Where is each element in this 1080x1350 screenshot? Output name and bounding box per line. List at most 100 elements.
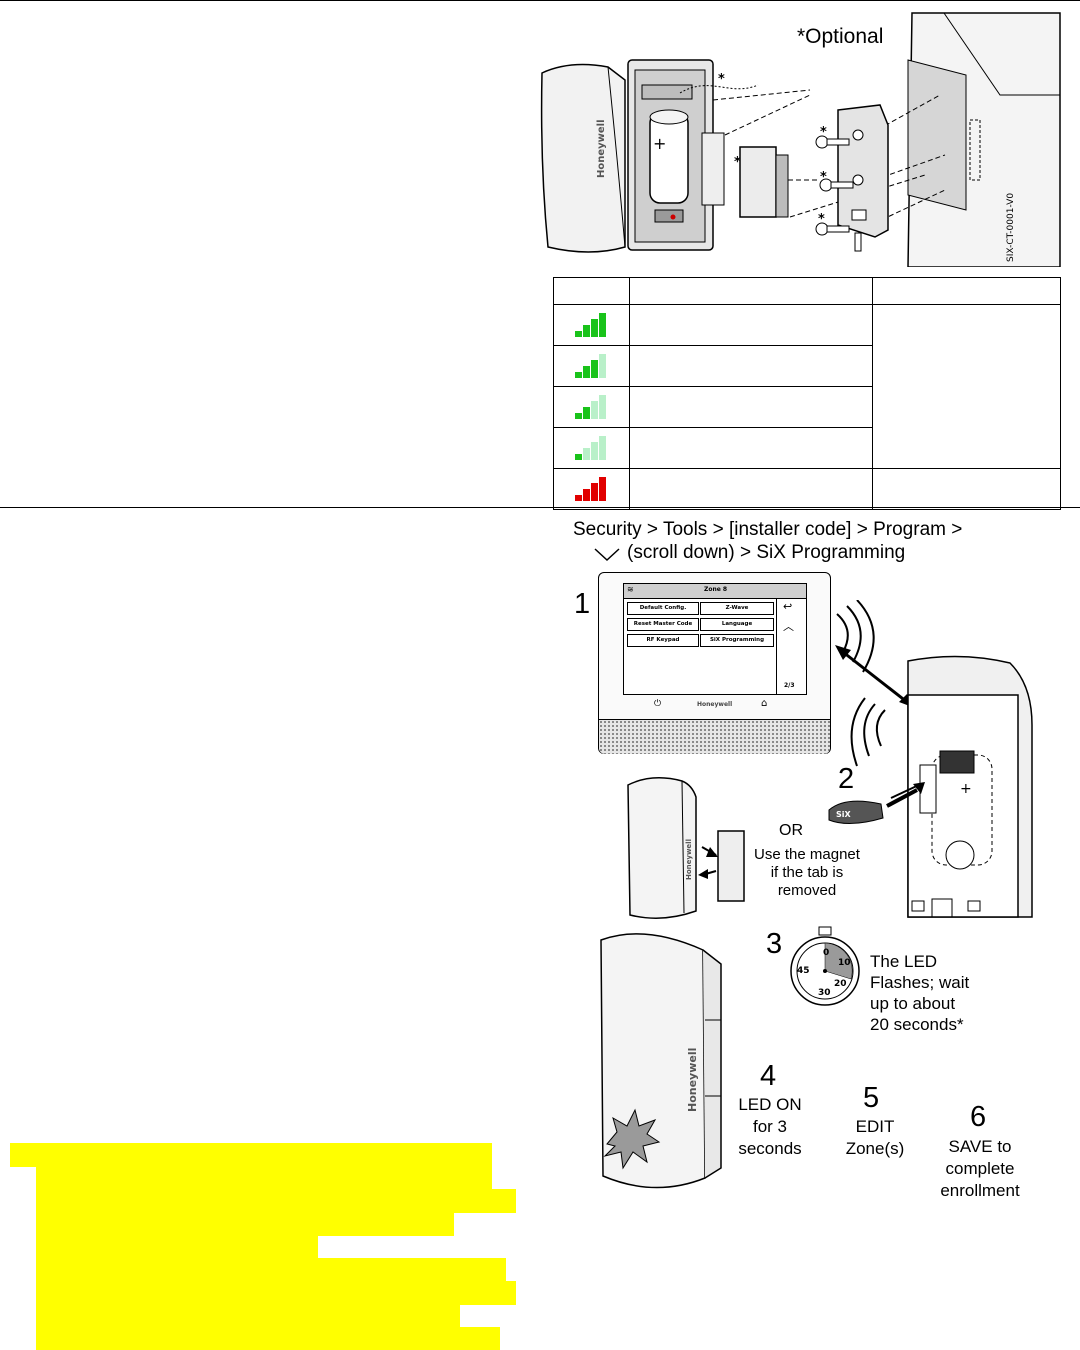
header-cell xyxy=(553,277,630,305)
signal-strength-table xyxy=(553,277,1061,510)
table-row xyxy=(553,386,1061,428)
highlight-block xyxy=(36,1212,454,1236)
panel-button[interactable]: RF Keypad xyxy=(627,634,699,647)
step-3-text-line: up to about xyxy=(870,994,956,1013)
menu-path-line-1: Security > Tools > [installer code] > Pr… xyxy=(573,519,963,540)
asterisk-wire: * xyxy=(718,72,725,87)
step-5-text-line: Zone(s) xyxy=(845,1139,905,1158)
wifi-icon: ≋ xyxy=(627,585,634,594)
highlight-block xyxy=(10,1143,492,1167)
step-5-number: 5 xyxy=(863,1082,880,1114)
panel-button[interactable]: Default Config. xyxy=(627,602,699,615)
signal-bar xyxy=(575,372,582,378)
panel-button[interactable]: Z-Wave xyxy=(700,602,774,615)
asterisk-magnet: * xyxy=(734,155,741,170)
chevron-down-icon xyxy=(594,548,620,562)
signal-bar xyxy=(591,483,598,501)
figure-code: SIX-CT-0001-V0 xyxy=(1006,192,1016,262)
large-sensor-front xyxy=(600,933,722,1189)
highlight-block xyxy=(36,1166,492,1190)
exploded-view-diagram xyxy=(540,12,1061,267)
signal-bar xyxy=(599,477,606,501)
panel-button[interactable]: Language xyxy=(700,618,774,631)
highlight-block xyxy=(36,1189,516,1213)
signal-bar xyxy=(583,489,590,501)
top-rule xyxy=(0,0,1080,1)
timer-label-10: 10 xyxy=(838,958,851,968)
magnet-text-line: if the tab is xyxy=(770,864,844,881)
signal-bar xyxy=(583,325,590,337)
back-icon[interactable]: ↩ xyxy=(783,600,793,613)
step-4-text: LED ON for 3 seconds xyxy=(722,1094,818,1160)
signal-bar xyxy=(583,407,590,419)
power-icon[interactable]: ⏻ xyxy=(654,699,662,709)
description-cell xyxy=(629,468,873,510)
asterisk-screw-2: * xyxy=(820,170,827,185)
description-cell xyxy=(872,468,1061,510)
step-3-text-line: The LED xyxy=(870,952,938,971)
tab-label: SiX xyxy=(836,810,851,819)
step-4-text-line: LED ON xyxy=(738,1095,802,1114)
step-3-number: 3 xyxy=(766,928,783,960)
table-header-row xyxy=(553,277,1061,305)
speaker-grille xyxy=(599,719,830,754)
step-4-number: 4 xyxy=(760,1060,777,1092)
step-6-text-line: SAVE to xyxy=(948,1137,1012,1156)
page-indicator: 2/3 xyxy=(784,682,795,689)
signal-bar xyxy=(591,442,598,460)
timer-label-30: 30 xyxy=(818,988,831,998)
section-divider xyxy=(0,507,1080,508)
step-5-text: EDIT Zone(s) xyxy=(830,1116,920,1160)
optional-note: *Optional xyxy=(797,25,884,48)
home-icon[interactable]: ⌂ xyxy=(761,698,768,709)
step-4-text-line: seconds xyxy=(738,1139,802,1158)
signal-bar xyxy=(591,319,598,337)
signal-bars-icon xyxy=(575,395,606,419)
signal-bars-icon xyxy=(575,477,606,501)
signal-bars-icon xyxy=(575,354,606,378)
panel-brand-logo: Honeywell xyxy=(697,701,733,708)
magnet-instruction: Use the magnet if the tab is removed xyxy=(742,846,872,900)
description-cell xyxy=(629,304,873,346)
step-6-text: SAVE to complete enrollment xyxy=(920,1136,1040,1202)
highlight-block xyxy=(36,1235,318,1259)
signal-bar xyxy=(599,436,606,460)
description-cell xyxy=(629,345,873,387)
signal-cell xyxy=(553,345,630,387)
merged-cell xyxy=(872,304,1061,469)
timer-label-45: 45 xyxy=(797,966,810,976)
table-row xyxy=(553,304,1061,469)
step-1-number: 1 xyxy=(574,588,591,620)
panel-screen: ≋ Zone 8 Default Config. Z-Wave Reset Ma… xyxy=(623,583,807,695)
signal-bar xyxy=(575,331,582,337)
pull-tab-graphic xyxy=(828,782,925,824)
highlight-block xyxy=(36,1258,506,1282)
asterisk-screw-3: * xyxy=(818,212,825,227)
large-sensor-brand: Honeywell xyxy=(686,1047,699,1112)
sensor-base-back xyxy=(907,655,1033,918)
signal-cell xyxy=(553,468,630,510)
table-row xyxy=(553,345,1061,387)
signal-bar xyxy=(591,401,598,419)
panel-button[interactable]: Reset Master Code xyxy=(627,618,699,631)
panel-side-column xyxy=(776,598,777,694)
asterisk-screw-1: * xyxy=(820,125,827,140)
step-5-text-line: EDIT xyxy=(855,1117,895,1136)
signal-bar xyxy=(599,354,606,378)
chevron-up-icon[interactable]: ︿ xyxy=(783,620,794,633)
step-6-text-line: complete xyxy=(945,1159,1015,1178)
highlight-block xyxy=(36,1304,460,1328)
or-label: OR xyxy=(779,822,803,839)
description-cell xyxy=(629,427,873,469)
signal-cell xyxy=(553,427,630,469)
magnet-text-line: removed xyxy=(777,882,837,899)
battery-plus: + xyxy=(653,134,667,153)
magnet-text-line: Use the magnet xyxy=(754,846,860,863)
panel-button[interactable]: SiX Programming xyxy=(700,634,774,647)
step-4-text-line: for 3 xyxy=(752,1117,788,1136)
wireless-signal-graphics xyxy=(835,600,915,767)
cover-brand-logo: Honeywell xyxy=(596,119,607,178)
small-sensor-brand: Honeywell xyxy=(685,839,693,880)
table-row xyxy=(553,468,1061,510)
description-cell xyxy=(629,386,873,428)
